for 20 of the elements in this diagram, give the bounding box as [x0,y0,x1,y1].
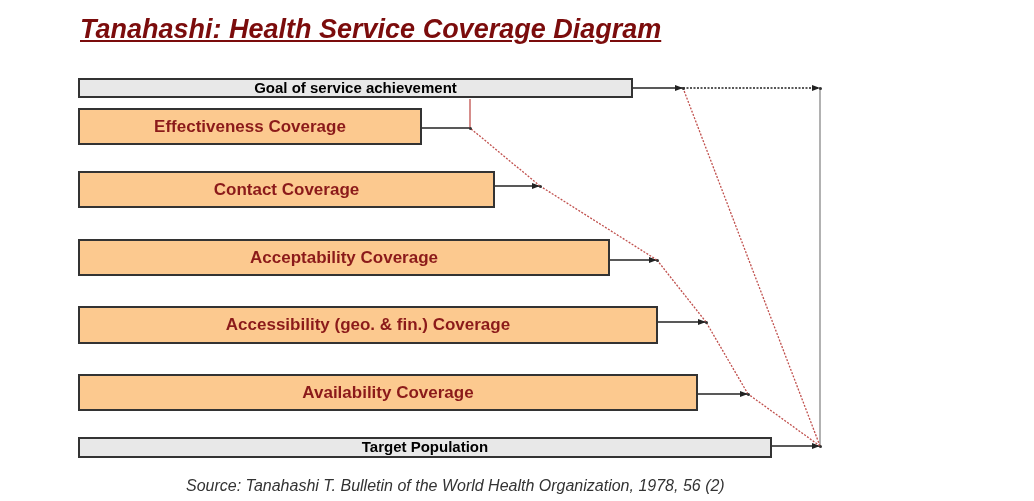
arrow [771,443,821,449]
connector-line [469,127,541,187]
connector-line [819,87,821,447]
arrow [494,183,541,189]
source-caption: Source: Tanahashi T. Bulletin of the World Health Organization, 1978, 56 (2) [186,476,725,496]
coverage-bar: Availability Coverage [78,374,698,411]
connector-line [421,127,471,129]
population-bar: Goal of service achievement [78,78,633,98]
arrow [697,391,749,397]
connector-line [747,393,821,447]
connector-line [469,98,471,129]
arrow [657,319,707,325]
coverage-bar: Accessibility (geo. & fin.) Coverage [78,306,658,344]
coverage-bar: Contact Coverage [78,171,495,208]
coverage-bar: Effectiveness Coverage [78,108,422,145]
diagram-title: Tanahashi: Health Service Coverage Diagram [80,13,662,46]
arrow [632,85,684,91]
population-bar: Target Population [78,437,772,458]
arrow [609,257,658,263]
coverage-bar: Acceptability Coverage [78,239,610,276]
